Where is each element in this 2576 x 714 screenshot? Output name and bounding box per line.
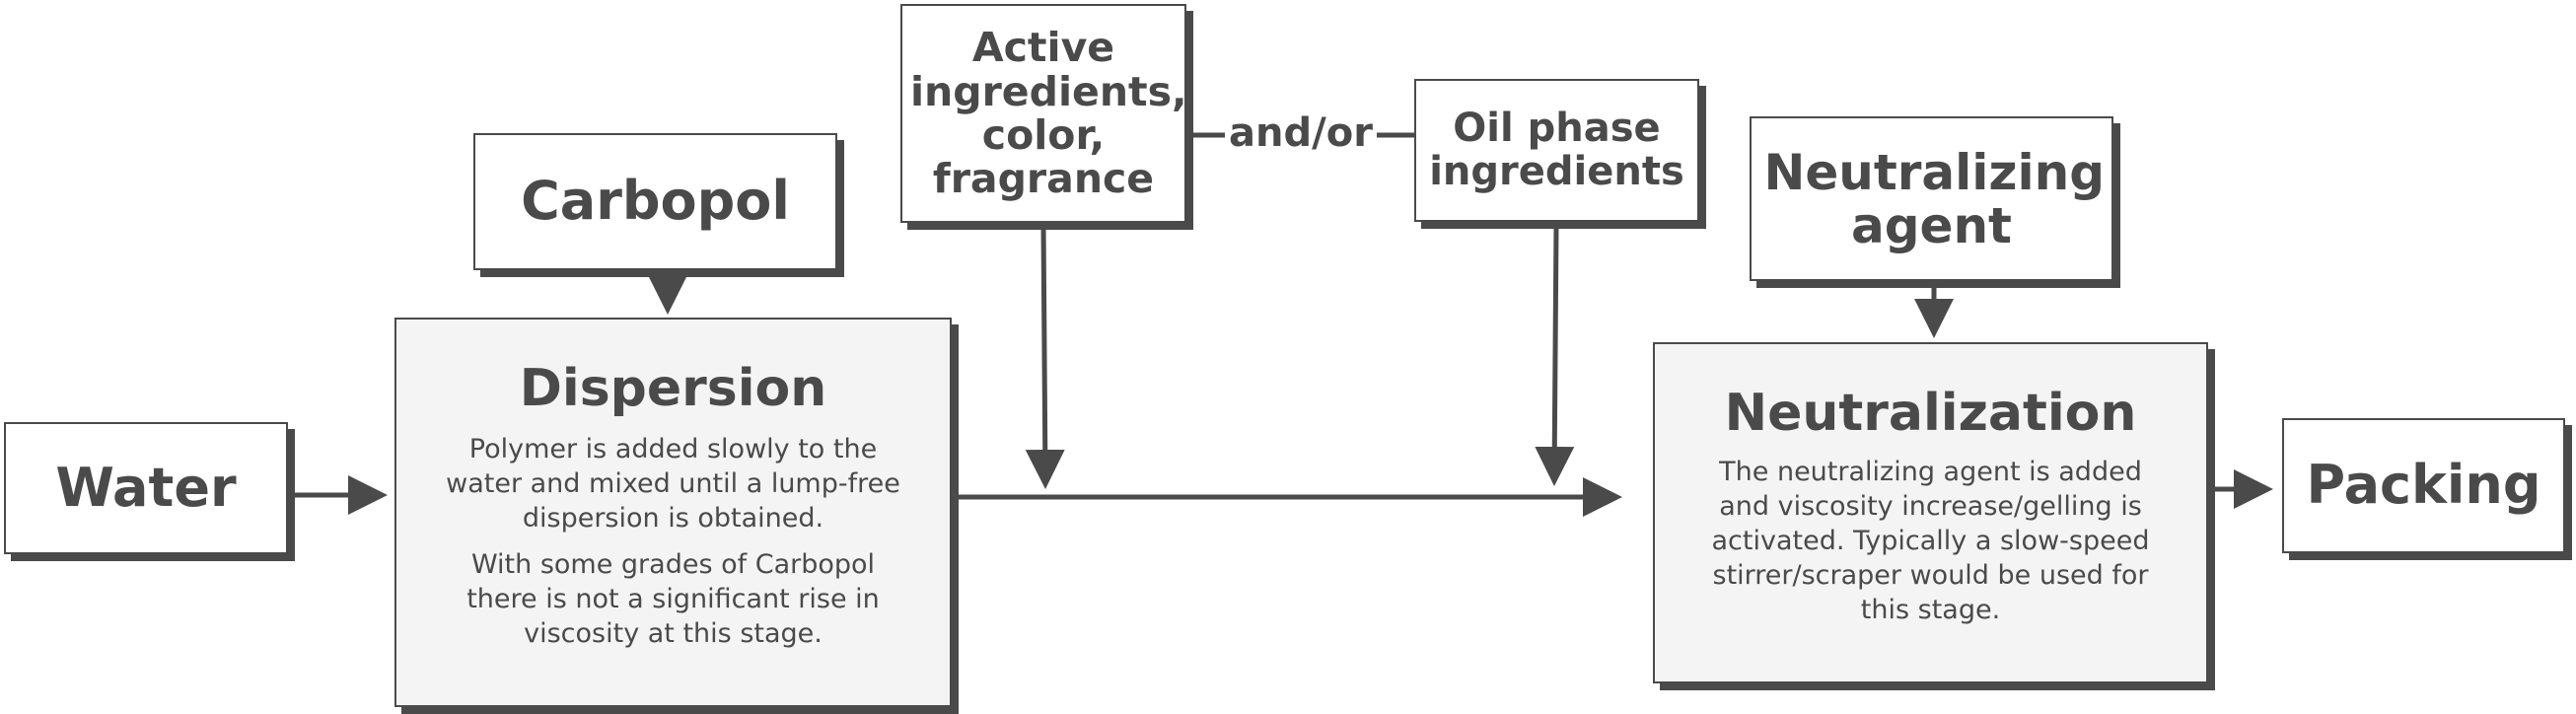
dispersion-label: Dispersion — [519, 359, 827, 418]
carbopol-node: Carbopol — [473, 133, 837, 270]
oil-phase-node: Oil phase ingredients — [1414, 79, 1699, 222]
active-ingredients-node: Active ingredients, color, fragrance — [900, 4, 1187, 223]
packing-node: Packing — [2282, 418, 2565, 553]
neutralizing-agent-label: Neutralizing agent — [1763, 143, 2106, 254]
active-ingredients-label: Active ingredients, color, fragrance — [910, 24, 1187, 203]
oil-phase-label: Oil phase ingredients — [1429, 106, 1684, 194]
packing-label: Packing — [2306, 454, 2541, 517]
dispersion-node: Dispersion Polymer is added slowly to th… — [394, 318, 952, 707]
dispersion-description-2: With some grades of Carbopol there is no… — [466, 549, 880, 650]
neutralization-description: The neutralizing agent is added and visc… — [1711, 457, 2150, 626]
dispersion-description-1: Polymer is added slowly to the water and… — [446, 434, 900, 535]
water-node: Water — [4, 422, 288, 554]
carbopol-label: Carbopol — [521, 170, 790, 233]
neutralization-node: Neutralization The neutralizing agent is… — [1653, 342, 2208, 683]
neutralizing-agent-node: Neutralizing agent — [1750, 116, 2113, 281]
arrow-active-to-mainline — [1025, 224, 1065, 489]
and-or-label: and/or — [1225, 110, 1377, 156]
water-label: Water — [55, 456, 237, 519]
neutralization-label: Neutralization — [1724, 384, 2137, 443]
arrow-oil-to-mainline — [1535, 224, 1575, 486]
